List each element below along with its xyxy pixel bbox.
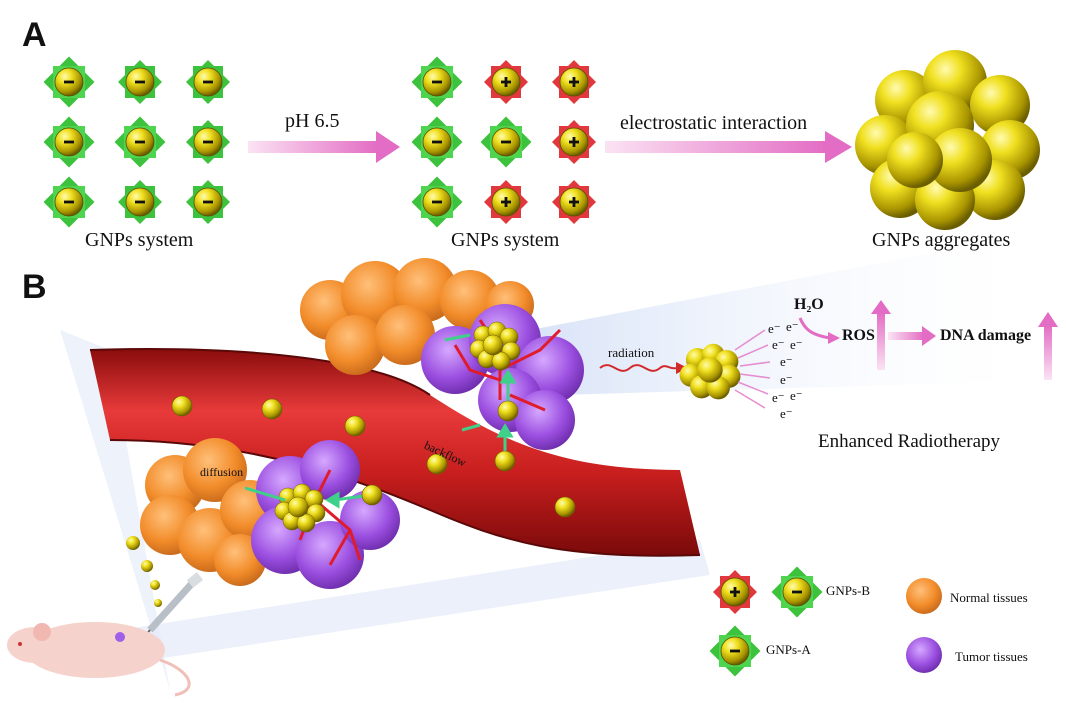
electron-label: e⁻ [768, 321, 781, 336]
legend-tumor-tissue-icon [906, 637, 942, 673]
dna-damage-label: DNA damage [940, 327, 1032, 344]
zoom-beam-right [530, 240, 1060, 395]
legend-gnps-a-icon [709, 625, 761, 677]
normal-tissue-upper [300, 258, 534, 375]
normal-tissue-lower [140, 438, 280, 586]
ph-label: pH 6.5 [285, 110, 340, 132]
gnps-aggregates-label: GNPs aggregates [872, 229, 1011, 251]
injection-droplets [126, 536, 162, 607]
ros-label: ROS [842, 327, 875, 344]
gnps-system-negative-grid [43, 56, 231, 228]
mouse-icon [7, 622, 191, 697]
aggregate-irradiated [679, 343, 741, 400]
legend-gnps-b-positive-icon [712, 569, 758, 615]
panel-b-letter: B [22, 268, 47, 306]
diffusion-label: diffusion [200, 465, 244, 479]
gnps-aggregate [855, 50, 1040, 230]
gnps-system-label-1: GNPs system [85, 229, 194, 251]
ph-arrow [248, 131, 400, 163]
electrostatic-interaction-label: electrostatic interaction [620, 112, 808, 134]
radiation-wave [599, 364, 677, 372]
electron-label: e⁻ [786, 319, 799, 334]
gnps-system-mixed-grid [411, 56, 597, 228]
h2o-label: H₂O [794, 296, 824, 313]
zoom-beam-left [60, 330, 170, 690]
electron-label: e⁻ [780, 406, 793, 421]
electron-label: e⁻ [780, 372, 793, 387]
legend-normal-tissue-icon [906, 578, 942, 614]
ros-up-arrow [871, 300, 891, 370]
electron-label: e⁻ [780, 354, 793, 369]
electron-label: e⁻ [772, 337, 785, 352]
dna-up-arrow [1038, 312, 1058, 380]
electron-label: e⁻ [790, 388, 803, 403]
electron-rays [734, 329, 771, 409]
legend-gnps-b-label: GNPs-B [826, 583, 871, 598]
legend-gnps-a-label: GNPs-A [766, 642, 811, 657]
ros-arrow [888, 326, 936, 346]
zoom-beam-bottom [120, 540, 710, 660]
radiation-label: radiation [608, 345, 655, 360]
legend-normal-tissues-label: Normal tissues [950, 590, 1028, 605]
electron-label: e⁻ [772, 390, 785, 405]
legend-tumor-tissues-label: Tumor tissues [955, 649, 1028, 664]
electrostatic-arrow [605, 131, 852, 163]
enhanced-radiotherapy-label: Enhanced Radiotherapy [818, 431, 1001, 452]
legend-gnps-b-negative-icon [771, 566, 823, 618]
electron-label: e⁻ [790, 337, 803, 352]
panel-a-letter: A [22, 16, 47, 54]
gnps-system-label-2: GNPs system [451, 229, 560, 251]
